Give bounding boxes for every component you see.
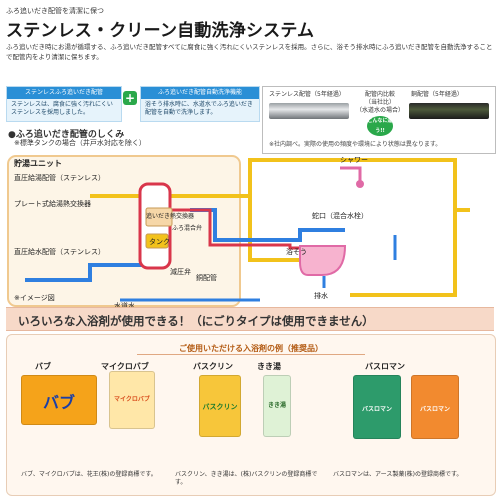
shower-pipe bbox=[340, 166, 362, 184]
bathroman-orange-logo: バスロマン bbox=[419, 406, 450, 413]
shower-label: シャワー bbox=[340, 156, 368, 164]
comparison-note: ※社内調べ。実際の使用の頻度や環境により状態は異なります。 bbox=[269, 141, 442, 148]
product-name-kikiyu: きき湯 bbox=[257, 362, 281, 371]
bathroman-green-logo: バスロマン bbox=[361, 406, 392, 413]
earth-trademark-note: バスロマンは、アース製薬(株)の登録商標です。 bbox=[333, 471, 463, 478]
diagram-heading: ●ふろ追いだき配管のしくみ bbox=[8, 130, 125, 140]
feature-stainless-heading: ステンレスふろ追いだき配管 bbox=[7, 87, 121, 99]
feature-stainless: ステンレスふろ追いだき配管 ステンレスは、腐食に強く汚れにくいステンレスを採用し… bbox=[6, 86, 122, 122]
drain-label: 排水 bbox=[314, 291, 328, 300]
bathroman-orange-image: バスロマン bbox=[411, 375, 459, 439]
comparison-center-top: 配管内比較 bbox=[364, 91, 395, 98]
product-group-earth: バスロマン バスロマン バスロマン バスロマンは、アース製薬(株)の登録商標です… bbox=[333, 361, 487, 487]
product-name-microbub: マイクロバブ bbox=[101, 362, 149, 371]
feature-auto-wash-heading: ふろ追いだき配管自動洗浄機能 bbox=[141, 87, 259, 99]
page-title: ステンレス・クリーン自動洗浄システム bbox=[6, 21, 315, 41]
products-heading: ご使用いただける入浴剤の例（推奨品） bbox=[179, 344, 323, 353]
kikiyu-bottle-image: きき湯 bbox=[263, 375, 291, 437]
mixing-valve-label: ふろ混合弁 bbox=[172, 224, 202, 232]
tank-label: タンク bbox=[149, 237, 170, 246]
bath-additive-banner: いろいろな入浴剤が使用できる！（にごりタイプは使用できません） bbox=[6, 307, 494, 331]
comparison-right-label: 銅配管（5年経過） bbox=[411, 91, 463, 98]
product-name-bub: バブ bbox=[35, 362, 51, 371]
product-name-bathroman: バスロマン bbox=[365, 362, 405, 371]
bathtub-label: 浴そう bbox=[286, 247, 307, 256]
comparison-center-sub2: （水道水の場合） bbox=[356, 107, 405, 114]
kikiyu-bottle-logo: きき湯 bbox=[267, 402, 286, 409]
diagram-subheading: ※標準タンクの場合（井戸水対応を除く） bbox=[14, 139, 146, 147]
water-pipe-1 bbox=[25, 263, 150, 282]
reheat-exchanger-label: 追いだき熱交換器 bbox=[146, 212, 194, 220]
stainless-pipe-image bbox=[269, 103, 349, 119]
direct-water-label: 直圧給水配管（ステンレス） bbox=[14, 247, 105, 256]
kao-trademark-note: バブ、マイクロバブは、花王(株)の登録商標です。 bbox=[21, 471, 157, 478]
product-group-bathclin: バスクリン きき湯 バスクリン きき湯 バスクリン、きき湯は、(株)バスクリンの… bbox=[175, 361, 325, 487]
hot-water-loop bbox=[350, 210, 457, 297]
product-group-kao: バブ マイクロバブ バブ マイクロバブ バブ、マイクロバブは、花王(株)の登録商… bbox=[21, 361, 171, 487]
feature-stainless-text: ステンレスは、腐食に強く汚れにくいステンレスを採用しました。 bbox=[11, 101, 113, 116]
intro-text: ふろ追いだき時にお湯が循環する、ふろ追いだき配管すべてに腐食に強く汚れにくいステ… bbox=[6, 43, 493, 61]
copper-pipe-image bbox=[409, 103, 489, 119]
microbub-box-image: マイクロバブ bbox=[109, 371, 155, 429]
bathtub-icon bbox=[299, 245, 347, 276]
faucet-label: 蛇口（混合水栓） bbox=[312, 211, 368, 220]
hot-water-pipe bbox=[90, 158, 470, 212]
pipe-comparison: ステンレス配管（5年経過） 配管内比較 （当社比） （水道水の場合） こんなに違… bbox=[262, 86, 496, 154]
storage-unit-label: 貯湯ユニット bbox=[14, 158, 62, 168]
tank-core bbox=[145, 233, 169, 249]
bub-box-image: バブ bbox=[21, 375, 97, 425]
bathclin-container-logo: バスクリン bbox=[202, 403, 238, 411]
product-name-bathclin: バスクリン bbox=[193, 362, 233, 371]
microbub-box-logo: マイクロバブ bbox=[114, 396, 150, 403]
direct-hot-label: 直圧給湯配管（ステンレス） bbox=[14, 173, 105, 182]
bathclin-container-image: バスクリン bbox=[199, 375, 241, 437]
water-supply-label: 水道水 bbox=[114, 301, 135, 310]
image-note: ※イメージ図 bbox=[14, 294, 55, 302]
feature-auto-wash: ふろ追いだき配管自動洗浄機能 浴そう排水時に、水道水でふろ追いだき配管を自動で洗… bbox=[140, 86, 260, 122]
comparison-center-sub: （当社比） bbox=[364, 99, 395, 106]
bathroman-green-image: バスロマン bbox=[353, 375, 401, 439]
header-kicker: ふろ追いだき配管を清潔に保つ bbox=[6, 7, 104, 15]
bath-additive-products: ご使用いただける入浴剤の例（推奨品） バブ マイクロバブ バブ マイクロバブ バ… bbox=[6, 334, 496, 496]
comparison-left-label: ステンレス配管（5年経過） bbox=[269, 91, 345, 98]
reheat-exchanger bbox=[145, 207, 173, 227]
comparison-badge: こんなに違う!! bbox=[367, 116, 393, 136]
shower-head-icon bbox=[356, 180, 364, 188]
bub-box-logo: バブ bbox=[42, 393, 75, 412]
bathclin-trademark-note: バスクリン、きき湯は、(株)バスクリンの登録商標です。 bbox=[175, 471, 318, 486]
storage-unit-panel bbox=[7, 155, 241, 307]
copper-pipe-label: 銅配管 bbox=[196, 273, 217, 282]
reheat-pipe-diagram: 貯湯ユニット 追いだき熱交換器 タンク 直圧給湯配管（ステンレス） プレート式給… bbox=[7, 155, 470, 310]
feature-auto-wash-text: 浴そう排水時に、水道水でふろ追いだき配管を自動で洗浄します。 bbox=[145, 101, 253, 116]
pressure-valve-label: 減圧弁 bbox=[170, 267, 191, 276]
reheat-pipe bbox=[170, 208, 305, 250]
bath-additive-title: いろいろな入浴剤が使用できる！（にごりタイプは使用できません） bbox=[18, 314, 374, 328]
plate-exchanger-label: プレート式給湯熱交換器 bbox=[14, 199, 91, 208]
plus-icon: + bbox=[123, 91, 137, 105]
products-heading-underline bbox=[137, 354, 365, 355]
